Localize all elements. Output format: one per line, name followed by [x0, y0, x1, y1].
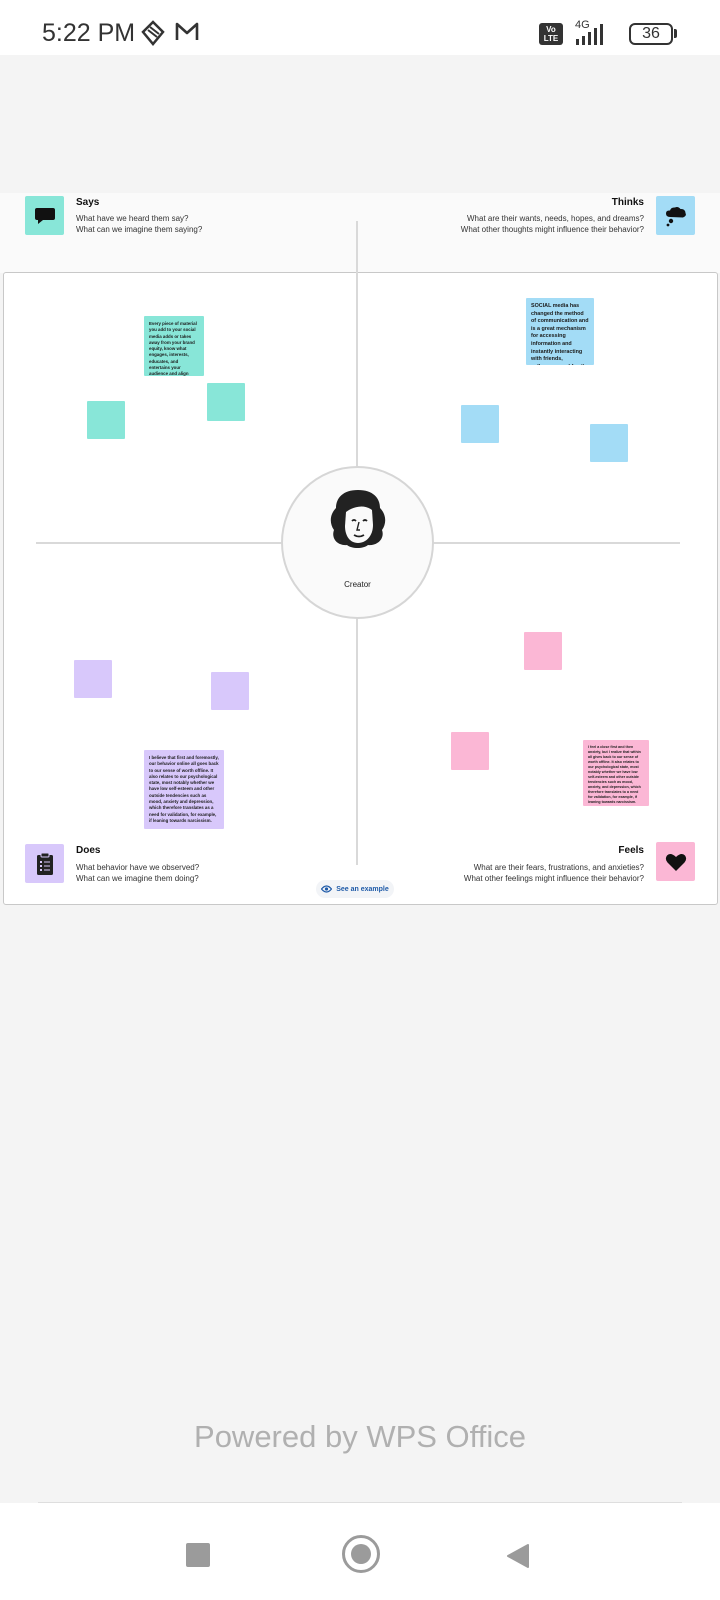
- status-time: 5:22 PM: [42, 19, 136, 47]
- see-example-label: See an example: [336, 885, 389, 893]
- battery-tip: [674, 29, 677, 38]
- volte-badge: Vo LTE: [539, 23, 563, 45]
- feels-question-2: What other feelings might influence thei…: [463, 874, 644, 883]
- persona-circle[interactable]: Creator: [281, 466, 434, 619]
- status-bar: 5:22 PM Vo LTE 4G 36: [0, 0, 720, 55]
- does-question-2: What can we imagine them doing?: [76, 874, 199, 883]
- persona-label: Creator: [344, 580, 371, 589]
- home-circle-icon[interactable]: [342, 1535, 380, 1573]
- thinks-note-filled[interactable]: SOCIAL media has changed the method of c…: [526, 298, 594, 365]
- map-header-band: [0, 193, 720, 273]
- thinks-question-2: What other thoughts might influence thei…: [460, 225, 644, 234]
- back-triangle-icon[interactable]: [506, 1543, 530, 1569]
- says-question-2: What can we imagine them saying?: [76, 225, 203, 234]
- thought-cloud-icon: [656, 196, 695, 235]
- thinks-note-empty[interactable]: [461, 405, 499, 443]
- recents-square-icon[interactable]: [186, 1543, 210, 1567]
- thinks-title: Thinks: [611, 197, 644, 208]
- network-type: 4G: [575, 19, 590, 31]
- feels-question-1: What are their fears, frustrations, and …: [473, 863, 644, 872]
- heart-icon: [656, 842, 695, 881]
- does-note-filled[interactable]: I believe that first and foremostly, our…: [144, 750, 224, 829]
- home-circle-inner: [351, 1544, 371, 1564]
- says-title: Says: [76, 197, 100, 208]
- speech-bubble-icon: [25, 196, 64, 235]
- vpn-shield-icon: [141, 20, 165, 46]
- feels-title: Feels: [618, 845, 644, 856]
- does-question-1: What behavior have we observed?: [76, 863, 200, 872]
- powered-by-label: Powered by WPS Office: [194, 1419, 526, 1454]
- says-note-empty[interactable]: [87, 401, 125, 439]
- feels-note-empty[interactable]: [524, 632, 562, 670]
- clipboard-icon: [25, 844, 64, 883]
- persona-avatar-icon: [330, 490, 386, 548]
- says-question-1: What have we heard them say?: [76, 214, 189, 223]
- eye-icon: [321, 885, 333, 893]
- signal-icon: [576, 24, 603, 45]
- does-note-empty[interactable]: [74, 660, 112, 698]
- thinks-note-empty[interactable]: [590, 424, 628, 462]
- feels-note-empty[interactable]: [451, 732, 489, 770]
- feels-note-text: I feel a close first and then anxiety, b…: [588, 745, 641, 804]
- does-note-text: I believe that first and foremostly, our…: [149, 755, 219, 823]
- gmail-icon: [175, 22, 199, 40]
- does-title: Does: [76, 845, 101, 856]
- says-note-filled[interactable]: Every piece of material you add to your …: [144, 316, 204, 376]
- feels-note-filled[interactable]: I feel a close first and then anxiety, b…: [583, 740, 649, 806]
- says-note-text: Every piece of material you add to your …: [149, 321, 197, 376]
- battery-icon: 36: [629, 23, 673, 45]
- system-nav-bar: [0, 1503, 720, 1600]
- see-example-button[interactable]: See an example: [316, 880, 394, 898]
- thinks-note-text: SOCIAL media has changed the method of c…: [531, 303, 589, 365]
- does-note-empty[interactable]: [211, 672, 249, 710]
- thinks-question-1: What are their wants, needs, hopes, and …: [467, 214, 644, 223]
- says-note-empty[interactable]: [207, 383, 245, 421]
- footer-divider: [38, 1502, 682, 1503]
